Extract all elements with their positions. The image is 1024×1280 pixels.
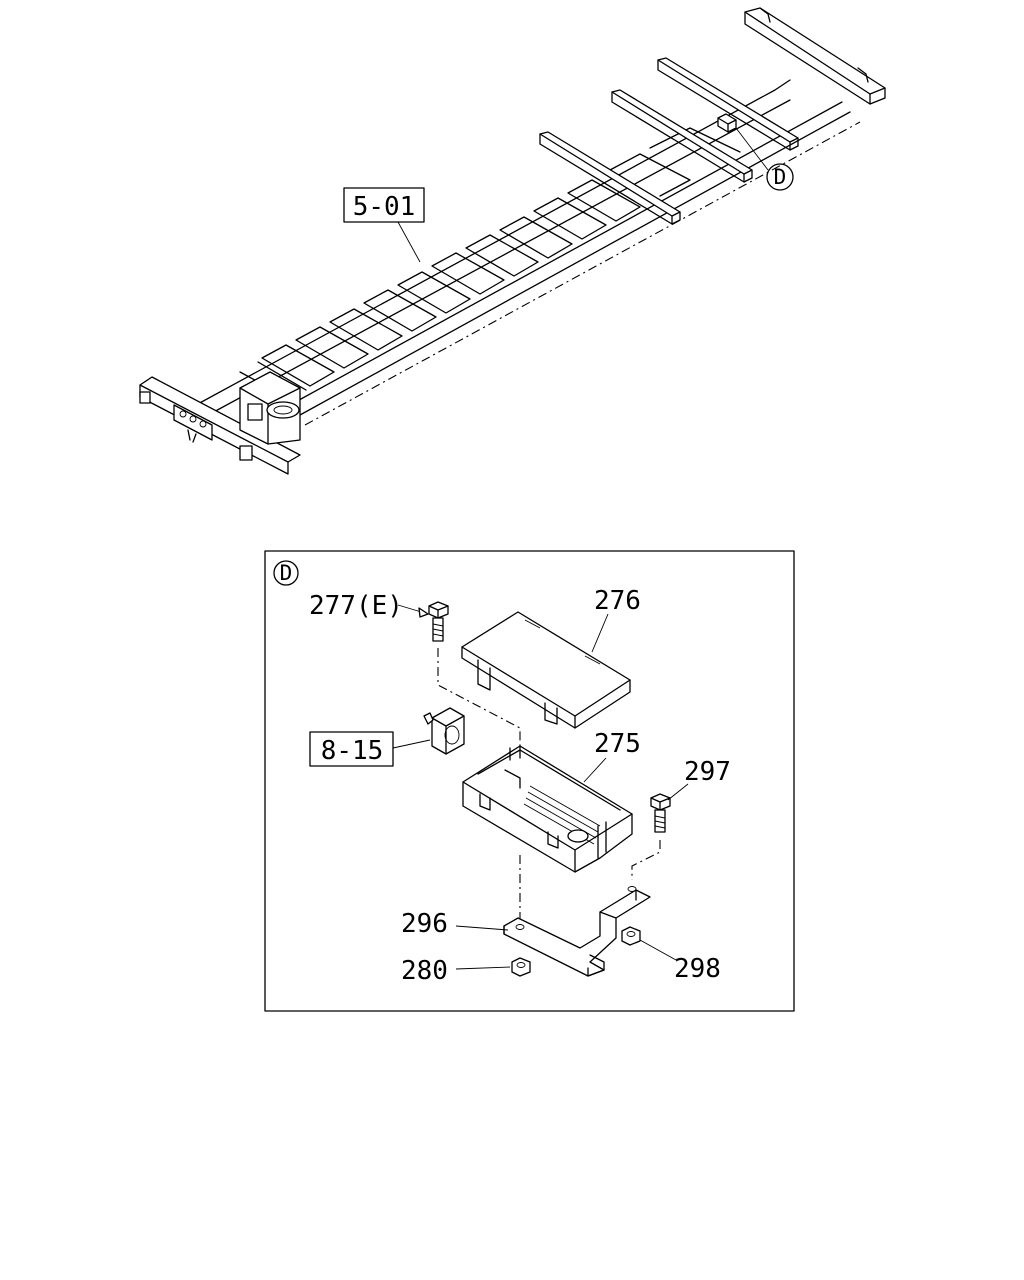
nut-298-drawing [621,926,641,946]
bracket-296-drawing [503,886,651,977]
callout-297[interactable]: 297 [667,757,731,801]
clip-ref-callout[interactable]: 8-15 [309,731,431,767]
bolt-277-drawing [428,601,449,642]
callout-277[interactable]: 277(E) [309,591,429,621]
detail-d-marker-label: D [774,165,787,189]
part-label-275: 275 [594,729,641,759]
part-label-296: 296 [401,909,448,939]
frame-ref-label: 5-01 [353,192,416,222]
cover-276-drawing [461,611,631,729]
callout-275[interactable]: 275 [583,729,641,783]
callout-276[interactable]: 276 [591,586,641,653]
clip-815-drawing [423,707,465,755]
detail-d-title-label: D [280,561,293,585]
part-label-298: 298 [674,954,721,984]
front-crossmember [139,376,301,475]
callout-296[interactable]: 296 [401,909,509,939]
detail-d-marker[interactable]: D [766,163,794,191]
rear-crossmember [744,7,886,105]
detail-d-title: D [273,560,299,586]
part-label-297: 297 [684,757,731,787]
part-label-280: 280 [401,956,448,986]
frame-ref-callout[interactable]: 5-01 [343,187,425,263]
part-label-277: 277(E) [309,591,403,621]
chassis-frame-drawing [139,7,886,475]
component-location [717,113,737,133]
detail-d-leader [735,127,769,171]
tow-bracket [239,371,301,445]
outrigger-bars [539,57,799,225]
callout-298[interactable]: 298 [639,939,721,984]
case-275-drawing [462,745,633,873]
assembly-line-bolt-297 [631,840,661,880]
detail-d-panel [264,550,795,1012]
nut-280-drawing [511,957,531,977]
bolt-297-drawing [650,793,671,833]
callout-280[interactable]: 280 [401,956,511,986]
clip-ref-label: 8-15 [321,736,384,766]
part-label-276: 276 [594,586,641,616]
frame-crossmembers [239,127,741,401]
